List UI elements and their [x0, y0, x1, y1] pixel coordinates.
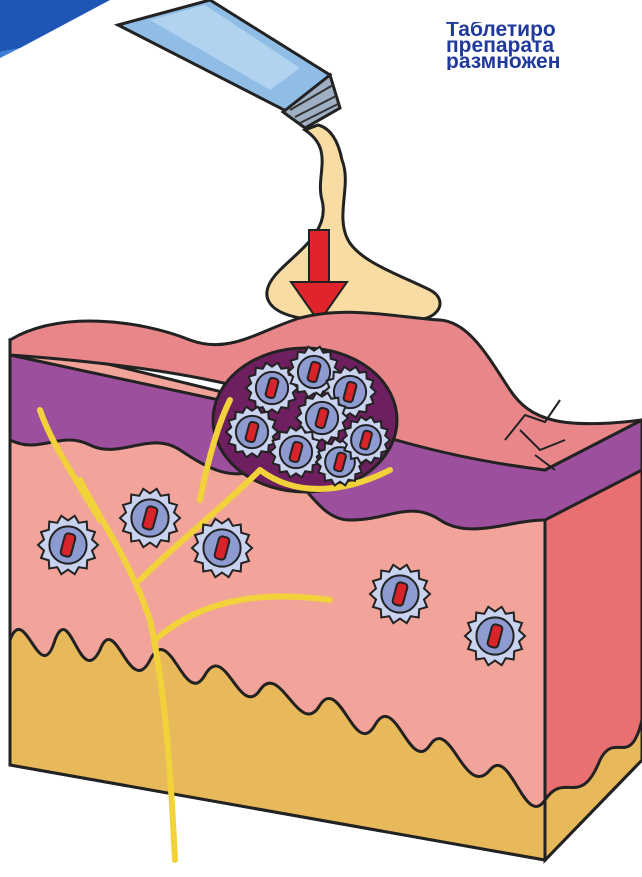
ointment-tube-icon — [118, 0, 340, 128]
ointment-blob — [267, 125, 440, 321]
